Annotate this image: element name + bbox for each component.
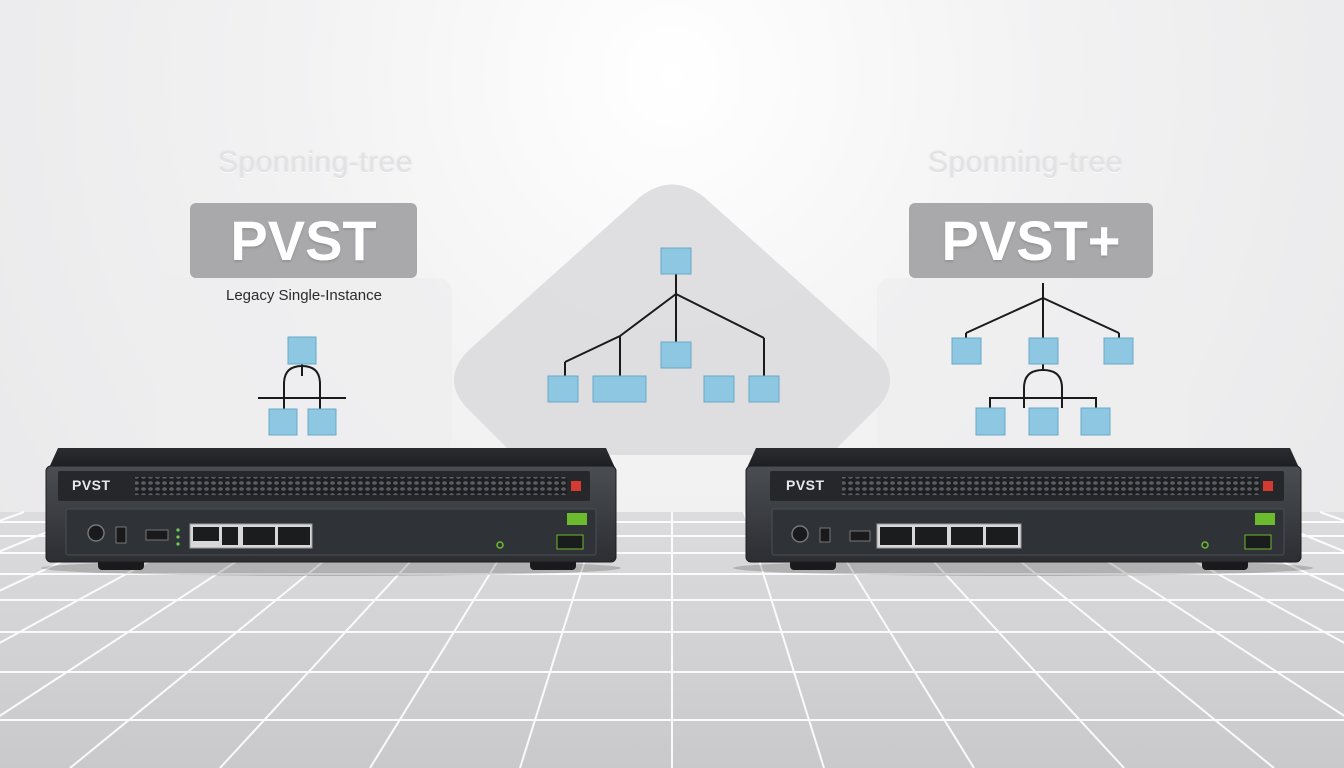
left-switch-power-button [87, 524, 105, 542]
left-network-switch [41, 448, 621, 576]
right-tree-diagram [951, 283, 1134, 436]
right-subtitle: Sponning-tree [928, 146, 1123, 179]
left-tree-root-node [287, 336, 317, 365]
center-background-diamond [454, 184, 890, 455]
center-tree-node [547, 375, 579, 403]
center-tree-diagram [547, 247, 780, 403]
center-tree-node [748, 375, 780, 403]
right-tree-node [975, 407, 1006, 436]
left-tree-child-node [307, 408, 337, 436]
right-tree-node [1028, 407, 1059, 436]
right-switch-power-button [791, 525, 809, 543]
left-tree-diagram [258, 336, 346, 436]
right-tree-node [1103, 337, 1134, 365]
right-tree-node [1080, 407, 1111, 436]
left-tree-child-node [268, 408, 298, 436]
left-switch-vent-grille [135, 477, 567, 495]
center-tree-node [660, 341, 692, 369]
center-tree-node [703, 375, 735, 403]
left-switch-ethernet-ports [189, 523, 313, 549]
right-network-switch [733, 448, 1313, 576]
left-caption: Legacy Single-Instance [226, 287, 382, 304]
right-switch-label: PVST [786, 477, 825, 493]
left-switch-label: PVST [72, 477, 111, 493]
left-subtitle: Sponning-tree [218, 146, 413, 179]
right-protocol-badge: PVST+ [909, 203, 1153, 278]
right-tree-node [1028, 337, 1059, 365]
center-tree-node [592, 375, 647, 403]
right-background-panel [877, 278, 1189, 453]
right-switch-ethernet-ports [876, 523, 1022, 549]
right-tree-node [951, 337, 982, 365]
center-tree-root-node [660, 247, 692, 275]
right-switch-vent-grille [842, 477, 1260, 495]
left-protocol-badge: PVST [190, 203, 417, 278]
